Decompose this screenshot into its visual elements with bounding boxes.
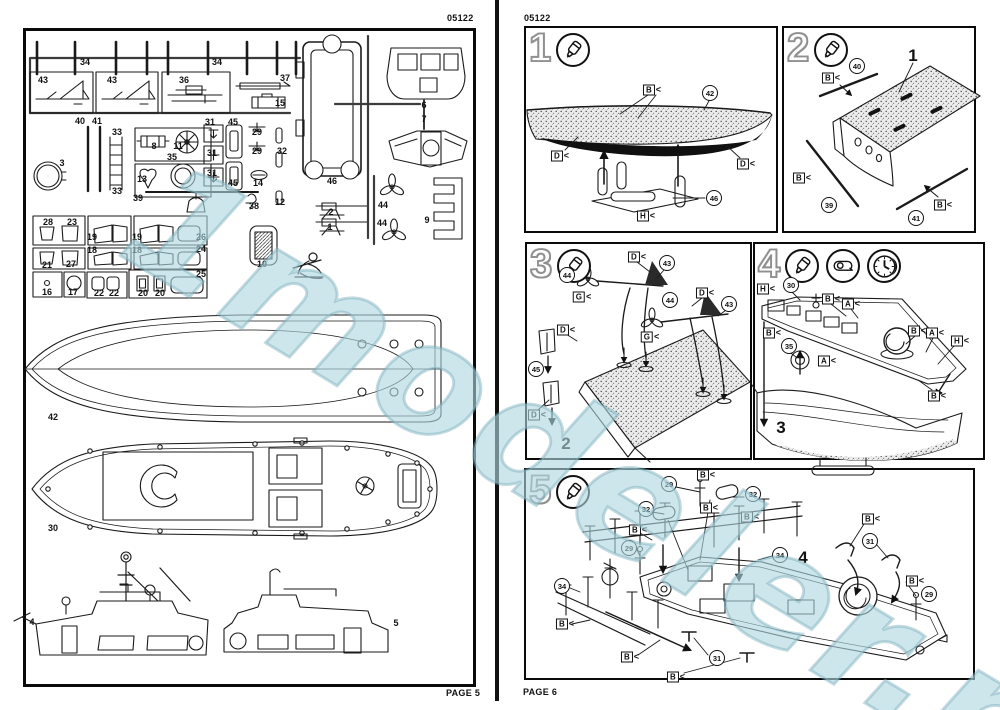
deck-30-drawing <box>31 437 438 540</box>
step-5-panel <box>524 468 975 680</box>
glue-icon <box>557 249 592 283</box>
page-divider <box>495 0 499 701</box>
step-1-panel <box>524 26 778 233</box>
glue-icon <box>556 33 591 67</box>
clock-icon <box>867 249 902 283</box>
step2-art <box>805 62 981 211</box>
cabin-4-drawing <box>13 551 209 656</box>
cabin-5-drawing <box>223 568 389 654</box>
sprue-diagram <box>28 34 468 299</box>
right-page-label: PAGE 6 <box>523 687 558 697</box>
step1-art <box>526 94 773 213</box>
step5-art <box>555 475 948 674</box>
step-3-panel <box>525 242 752 460</box>
step-number: 5 <box>528 468 552 512</box>
step-3-header: 3 <box>529 242 592 286</box>
step4-art <box>756 290 967 476</box>
step-2-header: 2 <box>786 26 849 70</box>
step-5-header: 5 <box>528 468 591 512</box>
left-page-frame <box>23 28 476 687</box>
step-number: 4 <box>757 242 781 286</box>
step-4-header: 4 <box>757 242 902 286</box>
step3-art <box>537 261 759 463</box>
glue-icon <box>785 249 820 283</box>
tape-icon <box>826 249 861 283</box>
glue-icon <box>814 33 849 67</box>
left-kit-number: 05122 <box>447 13 474 23</box>
hull-42-drawing <box>24 314 442 423</box>
right-kit-number: 05122 <box>524 13 551 23</box>
step-number: 2 <box>786 26 810 70</box>
glue-icon <box>556 475 591 509</box>
step-number: 3 <box>529 242 553 286</box>
step-number: 1 <box>528 26 552 70</box>
step-1-header: 1 <box>528 26 591 70</box>
left-page-label: PAGE 5 <box>446 688 481 698</box>
step-2-panel <box>782 26 976 233</box>
